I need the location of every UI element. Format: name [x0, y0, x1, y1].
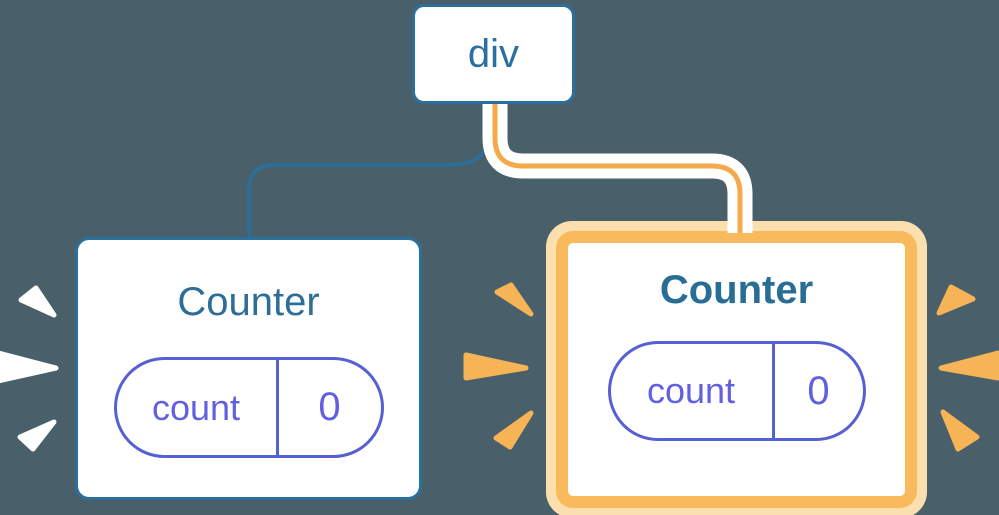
spark-icon: [938, 350, 999, 381]
spark-icon: [940, 409, 980, 452]
connector-to-left-child: [247, 104, 495, 238]
connector-to-right-child: [492, 104, 743, 233]
state-pill: count 0: [607, 341, 866, 441]
state-key: count: [611, 344, 775, 438]
spark-icon: [463, 352, 529, 381]
spark-icon: [17, 419, 57, 452]
state-pill: count 0: [113, 357, 384, 458]
spark-icon: [18, 285, 57, 318]
root-node: div: [412, 4, 575, 104]
counter-card-right: Counter count 0: [546, 221, 927, 515]
burst-left-white: [0, 285, 59, 452]
spark-icon: [494, 282, 534, 317]
counter-card-right-inner: Counter count 0: [556, 231, 917, 508]
burst-inner-orange: [463, 282, 534, 450]
spark-icon: [0, 350, 59, 384]
connector-to-right-child-casing: [482, 104, 753, 233]
card-title: Counter: [177, 280, 320, 324]
state-key: count: [117, 360, 279, 455]
card-title: Counter: [659, 268, 814, 312]
spark-icon: [936, 284, 976, 316]
state-value: 0: [318, 385, 341, 429]
burst-outer-orange: [936, 284, 999, 452]
state-value: 0: [807, 368, 830, 413]
counter-card-left: Counter count 0: [75, 237, 422, 500]
root-node-label: div: [467, 32, 520, 76]
spark-icon: [493, 410, 534, 450]
